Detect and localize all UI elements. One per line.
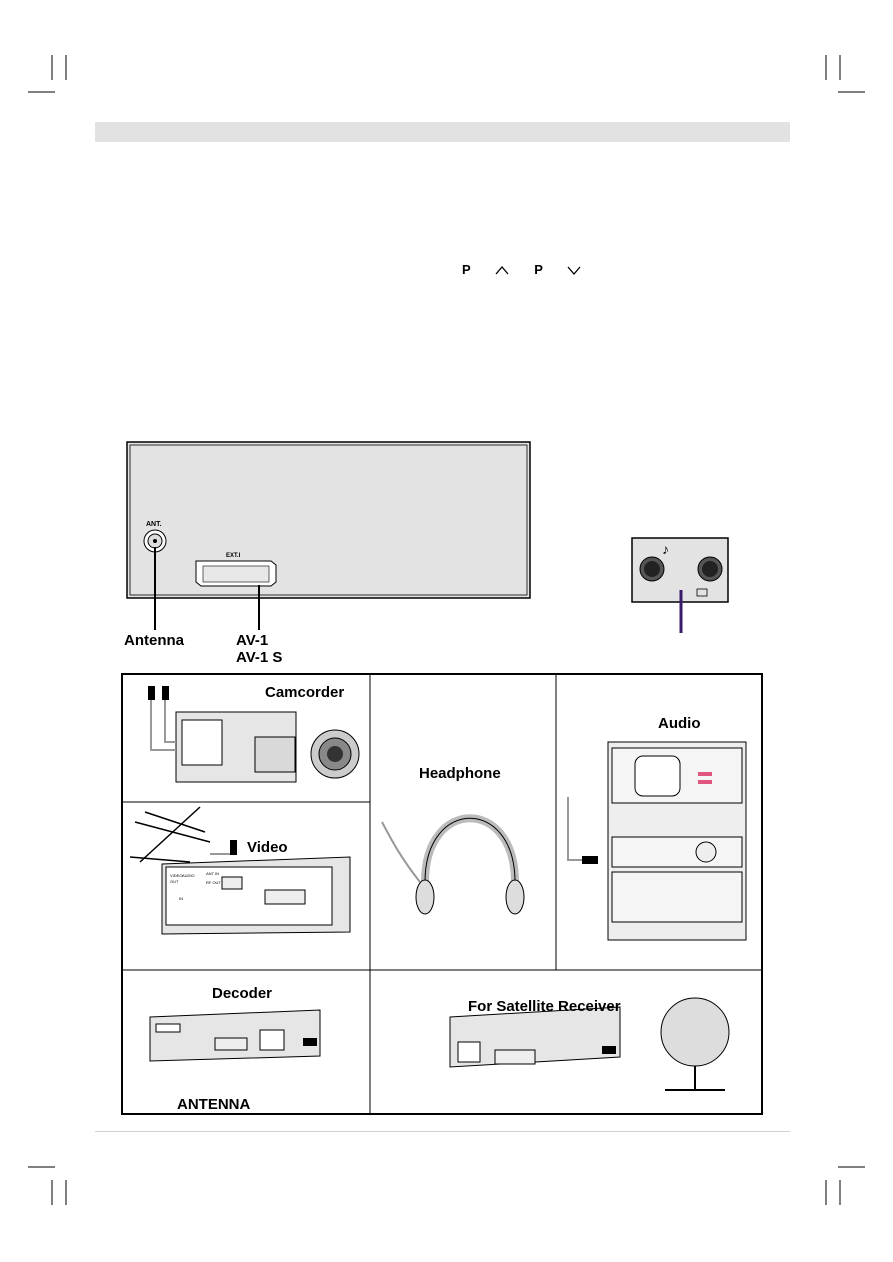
satellite-label: For Satellite Receiver [468,998,621,1015]
audio-illustration [567,741,747,941]
music-note-icon: ♪ [662,541,669,557]
chevron-up-icon [495,265,509,274]
video-label: Video [247,839,288,856]
connector-lines [154,547,683,633]
program-up-key: P [462,262,509,277]
headphone-label: Headphone [419,765,501,782]
decoder-illustration [149,1009,321,1062]
ext-label: EXT.I [226,553,241,559]
av1-caption: AV-1 [236,632,269,649]
input-icon [696,588,708,597]
headphone-illustration [381,814,525,915]
vcr-video-label: VIDEO [170,873,182,878]
program-keys: P P [462,262,603,277]
satellite-illustration [449,997,730,1091]
vcr-antin-label: ANT IN [206,871,219,876]
vcr-out-label: OUT [170,879,179,884]
vcr-rfout-label: RF OUT [206,880,221,885]
camcorder-illustration [148,686,360,783]
decoder-label: Decoder [212,985,272,1002]
av1s-caption: AV-1 S [236,649,283,666]
connection-grid: Camcorder Headphone Audio Video VIDEO [121,673,763,1115]
audio-label: Audio [658,715,701,732]
tv-back-panel: ANT. EXT.I [126,441,531,599]
section-header-bar [95,122,790,142]
footer-rule [95,1131,790,1132]
antenna-caption: Antenna [124,632,184,649]
chevron-down-icon [567,266,581,275]
ant-label: ANT. [146,521,162,528]
camcorder-label: Camcorder [265,684,344,701]
vcr-in-label: IN [179,896,183,901]
scart-pins [202,565,270,583]
decoder-antenna-label: ANTENNA [177,1096,250,1113]
video-illustration [129,806,351,935]
program-down-key: P [534,262,581,277]
vcr-audio-label: AUDIO [182,873,195,878]
